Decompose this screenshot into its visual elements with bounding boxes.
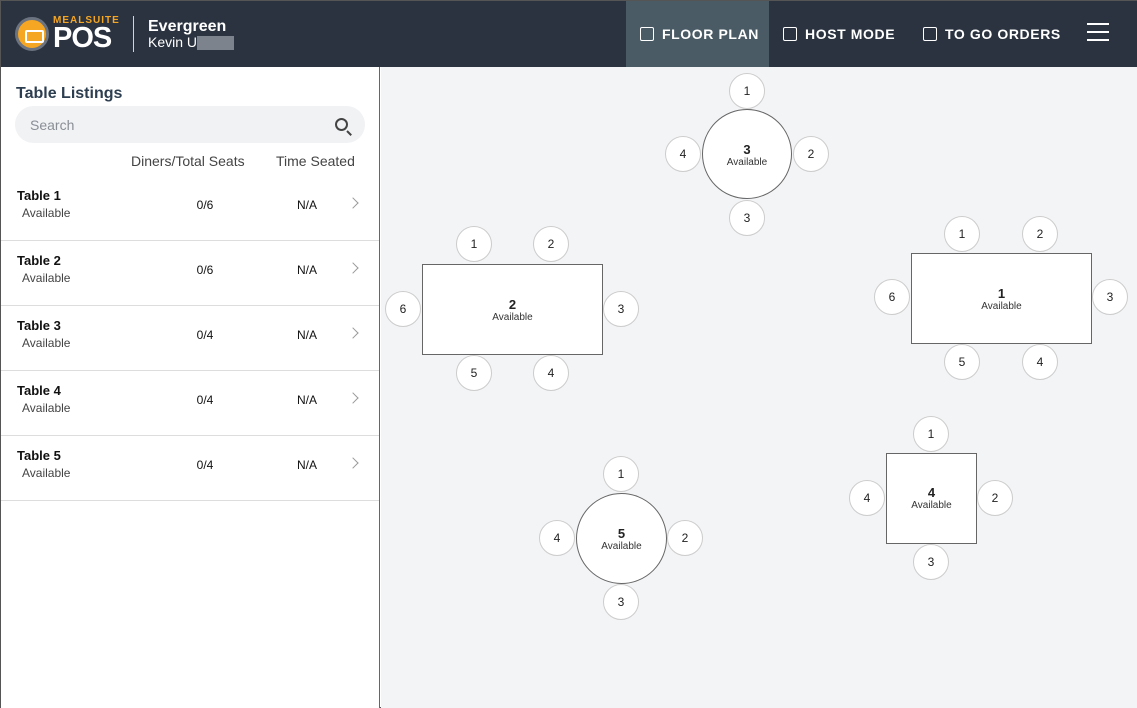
floor-table-number: 3 (743, 142, 751, 157)
host-mode-label: HOST MODE (805, 26, 896, 42)
seat[interactable]: 3 (1092, 279, 1128, 315)
table-row[interactable]: Table 4 Available 0/4 N/A (1, 371, 379, 436)
chevron-right-icon (347, 457, 359, 469)
mealsuite-pos-logo: MEALSUITE POS (15, 13, 120, 55)
table-row-status: Available (22, 271, 71, 285)
chef-hat-icon (783, 27, 797, 41)
table-row[interactable]: Table 1 Available 0/6 N/A (1, 176, 379, 241)
seat[interactable]: 1 (603, 456, 639, 492)
table-row-name: Table 4 (17, 383, 61, 398)
seat[interactable]: 2 (533, 226, 569, 262)
seat[interactable]: 2 (667, 520, 703, 556)
org-name: Evergreen (148, 18, 227, 35)
floor-table[interactable]: 2 Available (422, 264, 603, 355)
floor-table-number: 4 (927, 485, 936, 500)
chevron-right-icon (347, 197, 359, 209)
seat[interactable]: 2 (793, 136, 829, 172)
seat[interactable]: 4 (1022, 344, 1058, 380)
table-row-diners: 0/4 (196, 458, 214, 472)
seat[interactable]: 5 (944, 344, 980, 380)
seat[interactable]: 3 (603, 584, 639, 620)
table-row-time: N/A (296, 328, 317, 342)
logo-small-text: MEALSUITE (53, 15, 120, 26)
table-listings-title: Table Listings (16, 85, 123, 102)
table-row-time: N/A (296, 458, 317, 472)
table-row-time: N/A (296, 198, 317, 212)
floor-plan-canvas: 3 Available 1 2 3 4 2 Available 1 2 3 4 … (381, 67, 1137, 708)
seat[interactable]: 1 (456, 226, 492, 262)
seat[interactable]: 4 (665, 136, 701, 172)
floor-plan-label: FLOOR PLAN (662, 26, 759, 42)
table-row-diners: 0/6 (196, 263, 214, 277)
diners-column-header: Diners/Total Seats (131, 153, 245, 169)
table-row-diners: 0/4 (196, 393, 214, 407)
table-row-status: Available (22, 206, 71, 220)
table-row-status: Available (22, 401, 71, 415)
floor-table-number: 5 (617, 526, 626, 541)
seat[interactable]: 6 (874, 279, 910, 315)
table-row-time: N/A (296, 263, 317, 277)
to-go-orders-tab[interactable]: TO GO ORDERS (909, 1, 1071, 67)
table-row-diners: 0/6 (196, 198, 214, 212)
table-row-name: Table 5 (17, 448, 61, 463)
table-row[interactable]: Table 2 Available 0/6 N/A (1, 241, 379, 306)
user-name: Kevin U (148, 34, 198, 50)
floor-table-number: 1 (997, 286, 1006, 301)
card-icon (15, 17, 49, 51)
seat[interactable]: 2 (977, 480, 1013, 516)
seat[interactable]: 6 (385, 291, 421, 327)
seat[interactable]: 5 (456, 355, 492, 391)
table-row[interactable]: Table 3 Available 0/4 N/A (1, 306, 379, 371)
logo-big-text: POS (53, 22, 112, 54)
top-header: MEALSUITE POS Evergreen Kevin U FLOOR PL… (1, 1, 1137, 67)
seat[interactable]: 3 (603, 291, 639, 327)
takeout-icon (923, 27, 937, 41)
seat[interactable]: 1 (944, 216, 980, 252)
floor-plan-tab[interactable]: FLOOR PLAN (626, 1, 769, 67)
chair-icon (640, 27, 654, 41)
table-listings-panel: Table Listings Diners/Total Seats Time S… (1, 67, 380, 708)
seat[interactable]: 1 (913, 416, 949, 452)
table-row-status: Available (22, 336, 71, 350)
to-go-orders-label: TO GO ORDERS (945, 26, 1061, 42)
floor-table-status: Available (601, 541, 642, 552)
chevron-right-icon (347, 392, 359, 404)
seat[interactable]: 4 (849, 480, 885, 516)
floor-table-status: Available (492, 312, 533, 323)
seat[interactable]: 4 (539, 520, 575, 556)
seat[interactable]: 4 (533, 355, 569, 391)
search-input[interactable] (15, 106, 365, 143)
header-divider (133, 16, 134, 52)
table-row-status: Available (22, 466, 71, 480)
floor-table-status: Available (911, 500, 952, 511)
user-name-redaction (197, 36, 234, 50)
table-row-name: Table 2 (17, 253, 61, 268)
time-seated-column-header: Time Seated (276, 153, 355, 169)
table-row[interactable]: Table 5 Available 0/4 N/A (1, 436, 379, 501)
table-row-diners: 0/4 (196, 328, 214, 342)
floor-table-status: Available (981, 301, 1022, 312)
seat[interactable]: 3 (729, 200, 765, 236)
chevron-right-icon (347, 262, 359, 274)
floor-table[interactable]: 3 Available (702, 109, 792, 199)
hamburger-menu-icon[interactable] (1087, 23, 1109, 43)
table-row-name: Table 3 (17, 318, 61, 333)
seat[interactable]: 3 (913, 544, 949, 580)
search-icon[interactable] (335, 118, 348, 131)
floor-table[interactable]: 4 Available (886, 453, 977, 544)
floor-table[interactable]: 5 Available (576, 493, 667, 584)
seat[interactable]: 1 (729, 73, 765, 109)
floor-table[interactable]: 1 Available (911, 253, 1092, 344)
seat[interactable]: 2 (1022, 216, 1058, 252)
floor-table-status: Available (726, 157, 768, 168)
floor-table-number: 2 (508, 297, 517, 312)
table-row-name: Table 1 (17, 188, 61, 203)
chevron-right-icon (347, 327, 359, 339)
host-mode-tab[interactable]: HOST MODE (769, 1, 909, 67)
table-row-time: N/A (296, 393, 317, 407)
